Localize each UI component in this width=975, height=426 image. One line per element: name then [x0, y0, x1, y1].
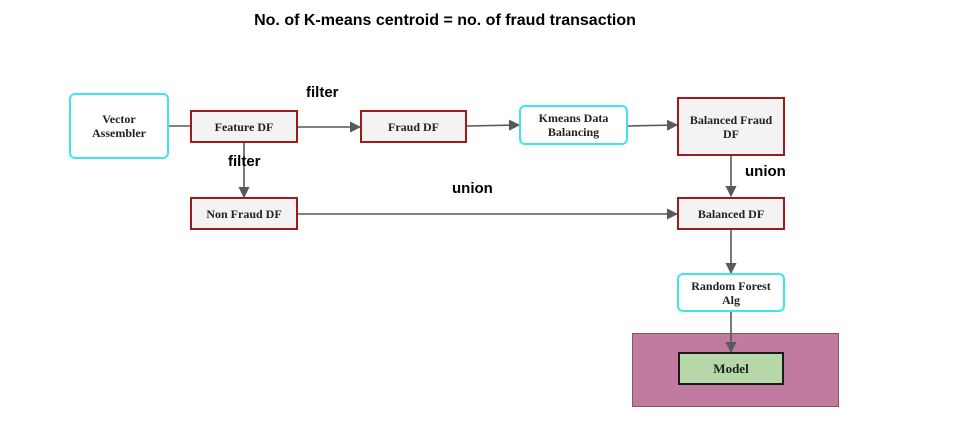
- vector-assembler-node[interactable]: Vector Assembler: [69, 93, 169, 159]
- diagram-title: No. of K-means centroid = no. of fraud t…: [254, 12, 636, 29]
- edge-label-filter-down: filter: [228, 153, 261, 170]
- balanced-df-node[interactable]: Balanced DF: [677, 197, 785, 230]
- edge-label-filter-top: filter: [306, 84, 339, 101]
- kmeans-data-balancing-node[interactable]: Kmeans Data Balancing: [519, 105, 628, 145]
- random-forest-node[interactable]: Random Forest Alg: [677, 273, 785, 312]
- balanced-fraud-df-node[interactable]: Balanced Fraud DF: [677, 97, 785, 156]
- edge-fraud-kmeans: [466, 119, 521, 131]
- edge-kmeans-balancedfraud: [627, 119, 679, 131]
- non-fraud-df-node[interactable]: Non Fraud DF: [190, 197, 298, 230]
- fraud-df-node[interactable]: Fraud DF: [360, 110, 467, 143]
- feature-df-node[interactable]: Feature DF: [190, 110, 298, 143]
- model-node[interactable]: Model: [678, 352, 784, 385]
- edge-label-union-right: union: [745, 163, 786, 180]
- edge-label-union-middle: union: [452, 180, 493, 197]
